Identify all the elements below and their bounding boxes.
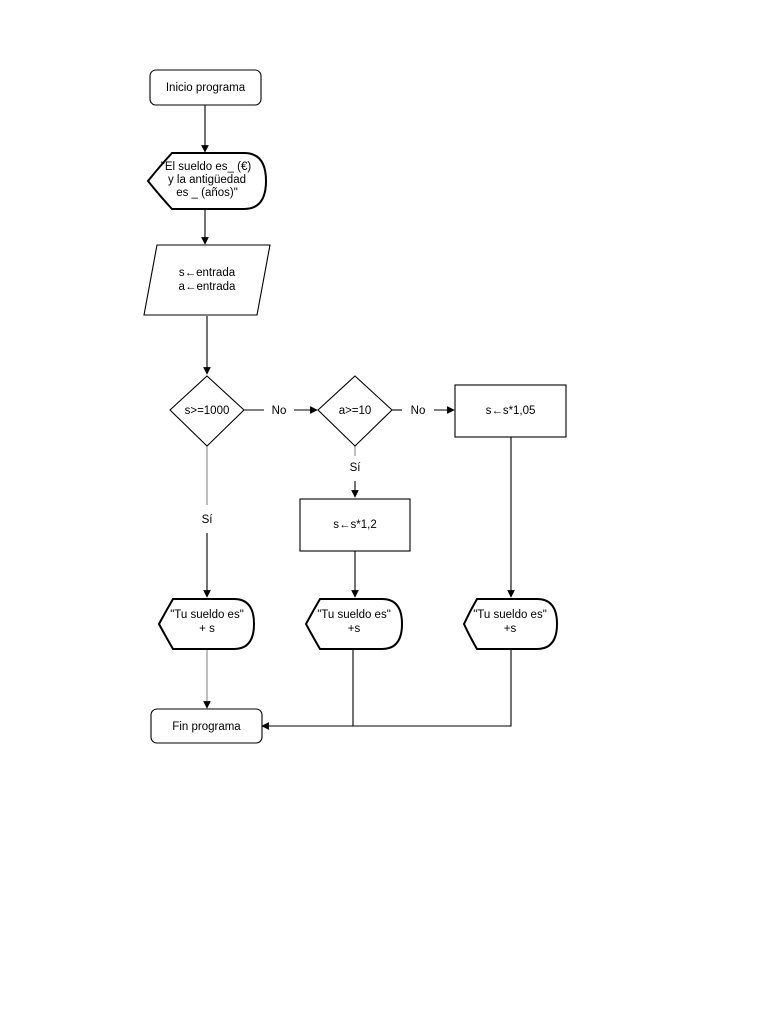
prompt-line-2: y la antigüedad [168,174,246,186]
output-3-line-1: "Tu sueldo es" [473,609,547,621]
output-1-line-1: "Tu sueldo es" [170,609,244,621]
output-2-line-2: +s [348,623,361,635]
input-line-2: a←entrada [179,281,237,293]
process-105: s←s*1,05 [454,384,567,438]
salary-decision-label: s>=1000 [185,405,230,417]
edge-output3-to-end [353,650,512,727]
process-105-label: s←s*1,05 [486,405,536,417]
output-display-3: "Tu sueldo es" +s [462,598,559,650]
edge-label-seniority-yes: Sí [350,462,362,474]
output-display-2: "Tu sueldo es" +s [304,598,404,650]
process-12: s←s*1,2 [299,498,411,552]
edge-output2-to-end [261,650,354,730]
edge-label-salary-yes: Sí [202,514,214,526]
seniority-decision: a>=10 [317,375,393,447]
edge-label-salary-no: No [272,405,287,417]
end-label: Fin programa [172,721,241,733]
salary-decision: s>=1000 [169,375,245,447]
prompt-line-3: es _ (años)" [176,187,238,199]
output-1-line-2: + s [199,623,215,635]
input-line-1: s←entrada [179,267,236,279]
seniority-decision-label: a>=10 [339,405,372,417]
start-label: Inicio programa [166,82,246,94]
prompt-display: "El sueldo es_ (€) y la antigüedad es _ … [146,152,268,210]
output-2-line-1: "Tu sueldo es" [317,609,391,621]
end-terminator: Fin programa [150,708,263,744]
input-parallelogram: s←entrada a←entrada [143,244,271,316]
start-terminator: Inicio programa [149,69,262,106]
output-display-1: "Tu sueldo es" + s [157,598,256,650]
process-12-label: s←s*1,2 [333,519,376,531]
prompt-line-1: "El sueldo es_ (€) [161,161,252,173]
output-3-line-2: +s [504,623,517,635]
edge-label-seniority-no: No [411,405,426,417]
